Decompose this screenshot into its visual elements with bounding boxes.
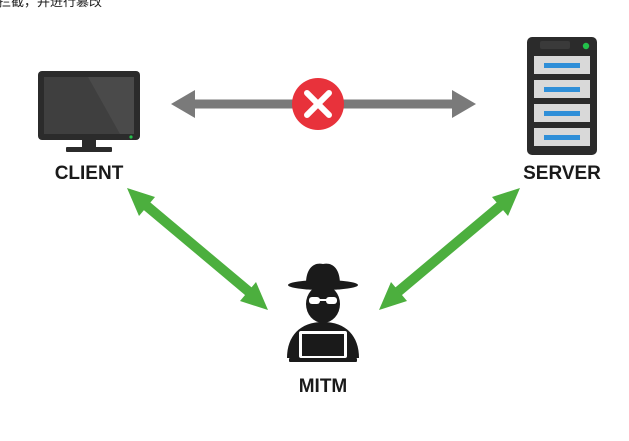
open-link-server-mitm-shaft: [389, 198, 509, 300]
monitor-icon: [38, 71, 140, 152]
mitm-label: MITM: [299, 376, 348, 397]
open-link-client-mitm-arrowhead-client: [127, 188, 155, 216]
blocked-link-arrowhead-right: [452, 90, 476, 118]
blocked-link-arrowhead-left: [171, 90, 195, 118]
open-link-client-mitm-shaft: [138, 198, 258, 300]
x-circle-icon: [292, 78, 344, 130]
open-link-server-mitm-arrowhead-server: [492, 188, 520, 216]
server-label: SERVER: [523, 163, 601, 184]
hacker-icon: [287, 263, 359, 362]
open-link-server-mitm-arrowhead-mitm: [379, 282, 407, 310]
open-link-client-mitm: [127, 188, 268, 310]
server-icon: [527, 37, 597, 155]
caption-text: 拦截，并进行篡改: [0, 0, 103, 10]
client-label: CLIENT: [55, 163, 124, 184]
open-link-client-mitm-arrowhead-mitm: [240, 282, 268, 310]
open-link-server-mitm: [379, 188, 520, 310]
